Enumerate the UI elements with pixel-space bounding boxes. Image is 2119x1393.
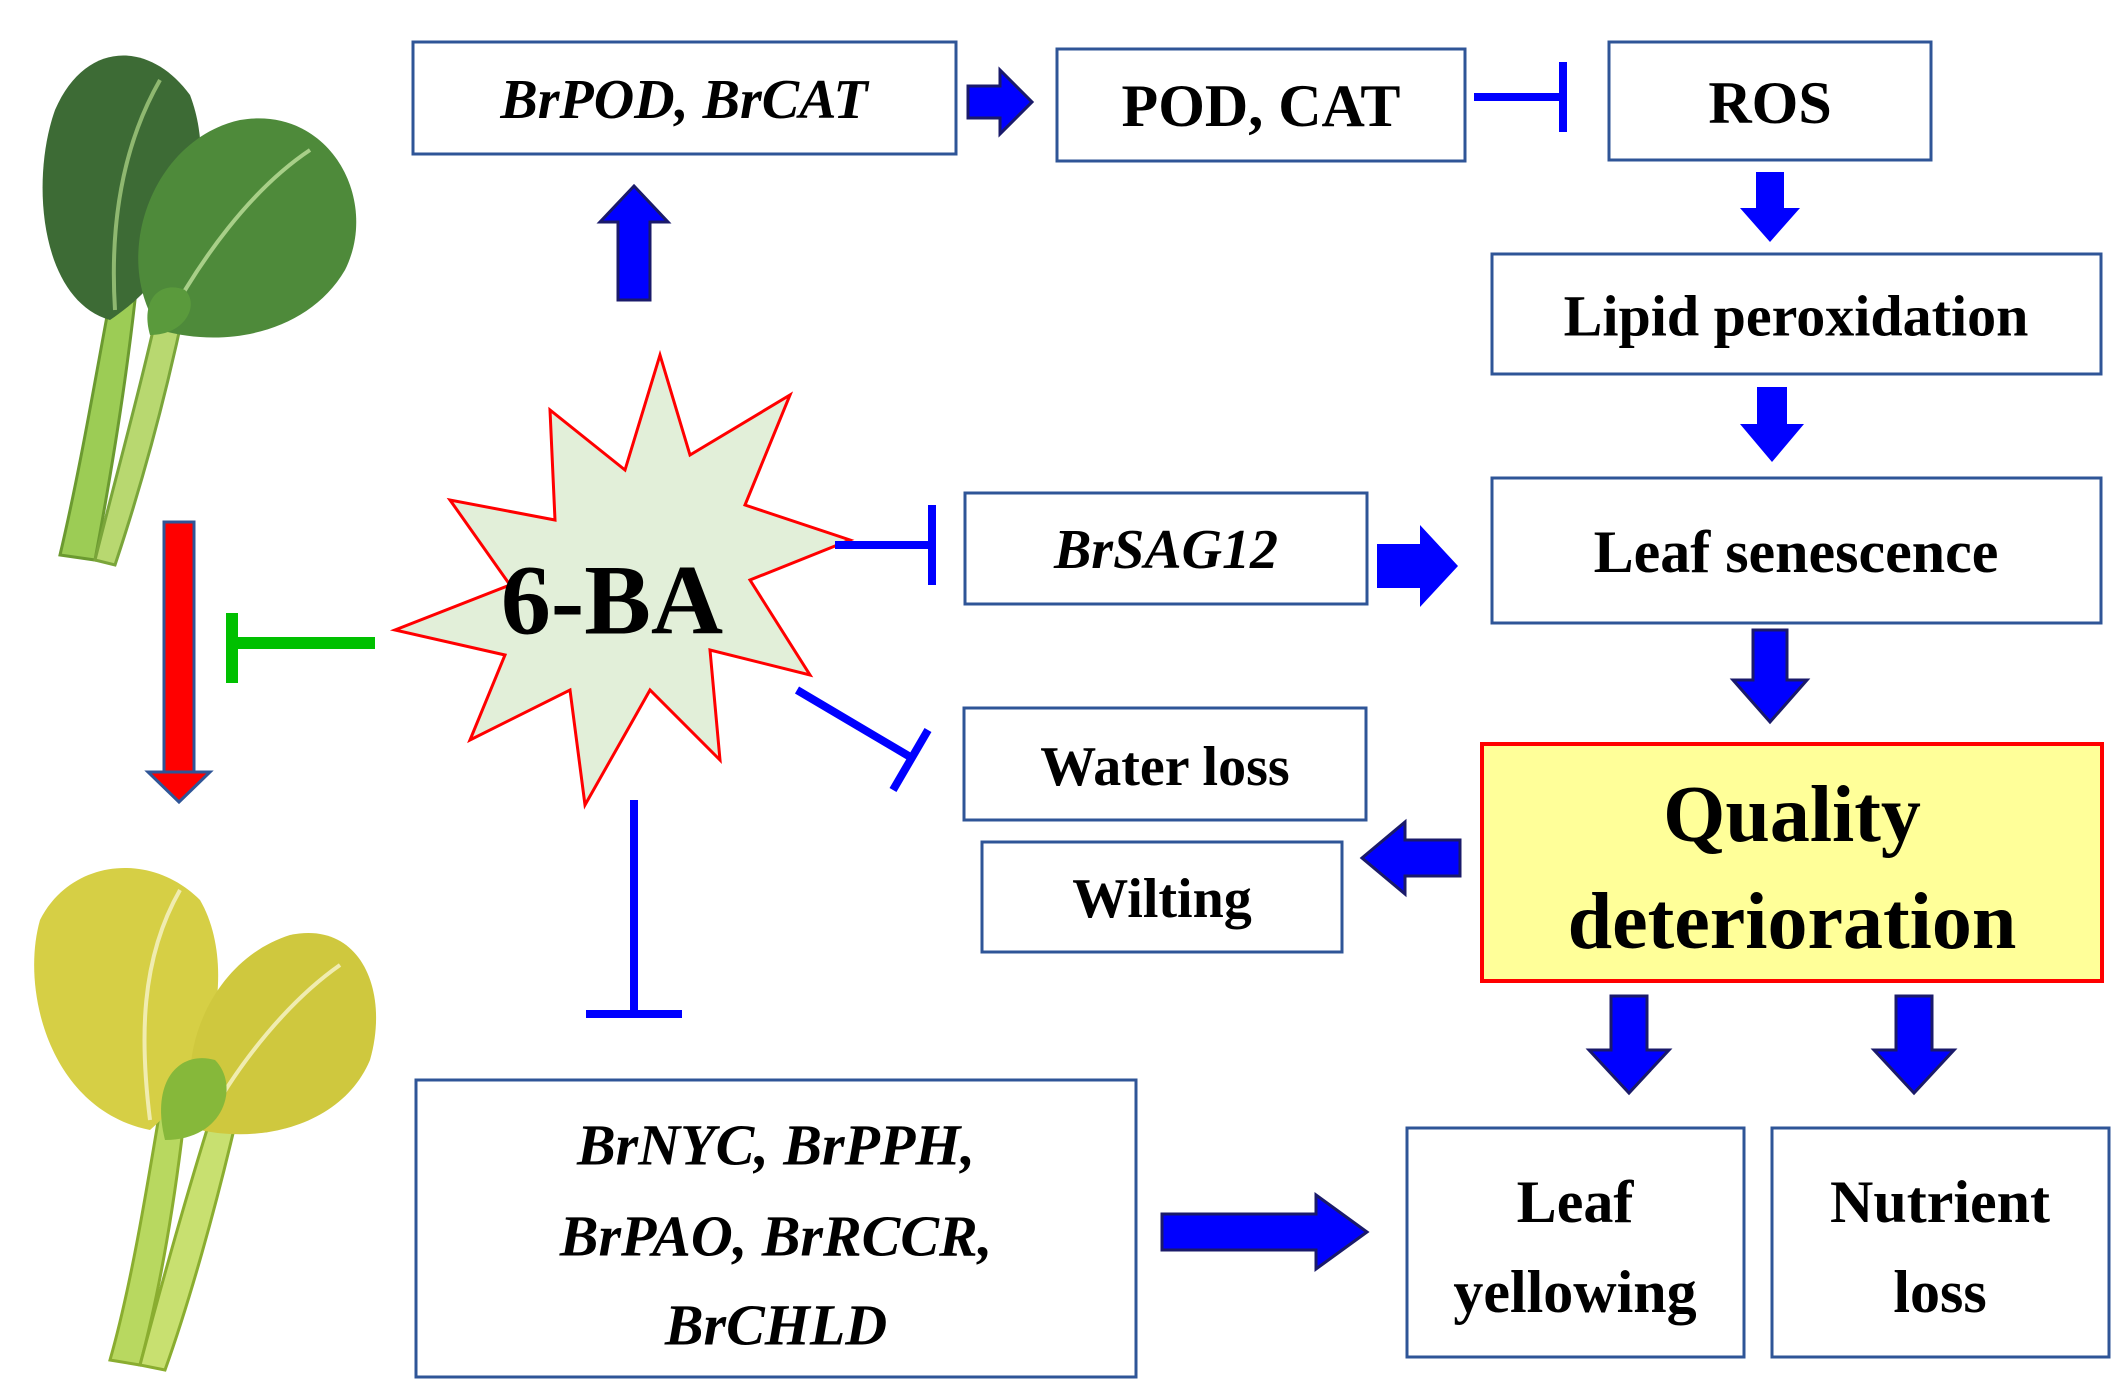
star-shape — [389, 349, 855, 810]
fresh-pak-choi-image — [42, 55, 357, 567]
arrow-brpod-to-pod — [966, 66, 1035, 138]
arrow-quality-to-wilting — [1359, 818, 1462, 898]
box-water-loss-label: Water loss — [1040, 736, 1289, 798]
box-chlorophyll-genes: BrNYC, BrPPH, BrPAO, BrRCCR, BrCHLD — [414, 1078, 1138, 1379]
inhibition-green-line — [226, 613, 375, 683]
inhibit-6ba-to-genes — [586, 800, 682, 1018]
box-leaf-senescence-label: Leaf senescence — [1594, 519, 1999, 585]
box-wilting-label: Wilting — [1072, 868, 1251, 930]
inhibit-6ba-to-brsag12 — [835, 505, 936, 585]
box-brpod-brcat: BrPOD, BrCAT — [411, 40, 958, 156]
arrow-brsag12-to-senescence — [1377, 525, 1458, 607]
box-brsag12-label: BrSAG12 — [1053, 519, 1278, 581]
inhibit-pod-to-ros — [1474, 62, 1567, 132]
arrow-genes-to-yellowing — [1160, 1192, 1370, 1272]
box-nutrient-loss-line-1: Nutrient — [1830, 1169, 2050, 1235]
box-pod-cat: POD, CAT — [1055, 47, 1467, 163]
box-chl-genes-line-2: BrPAO, BrRCCR, — [559, 1204, 992, 1269]
arrow-quality-to-yellowing — [1585, 994, 1673, 1096]
box-leaf-senescence: Leaf senescence — [1490, 476, 2103, 625]
box-chl-genes-line-3: BrCHLD — [664, 1293, 887, 1358]
inhibit-6ba-to-water-loss — [794, 686, 932, 793]
box-leaf-yellowing: Leaf yellowing — [1405, 1126, 1746, 1359]
yellow-pak-choi-image — [34, 867, 377, 1372]
box-quality-line-2: deterioration — [1568, 878, 2017, 966]
arrow-senescence-to-quality — [1729, 628, 1811, 725]
star-6ba: 6-BA — [389, 349, 855, 810]
box-lipid-peroxidation-label: Lipid peroxidation — [1564, 284, 2029, 349]
box-quality-line-1: Quality — [1663, 771, 1921, 859]
box-nutrient-loss-line-2: loss — [1893, 1259, 1986, 1325]
box-chl-genes-line-1: BrNYC, BrPPH, — [576, 1113, 975, 1178]
box-brsag12: BrSAG12 — [963, 491, 1369, 606]
box-quality-deterioration: Quality deterioration — [1480, 742, 2104, 983]
star-label: 6-BA — [501, 545, 723, 656]
box-nutrient-loss: Nutrient loss — [1770, 1126, 2111, 1359]
box-water-loss: Water loss — [962, 706, 1368, 822]
box-lipid-peroxidation: Lipid peroxidation — [1490, 252, 2103, 376]
transition-arrow — [144, 520, 214, 805]
arrow-6ba-up-to-brpod — [596, 183, 672, 302]
box-brpod-brcat-label: BrPOD, BrCAT — [499, 69, 870, 131]
box-ros-label: ROS — [1708, 70, 1831, 136]
box-wilting: Wilting — [980, 840, 1344, 954]
box-pod-cat-label: POD, CAT — [1122, 73, 1401, 139]
arrow-lipid-to-senescence — [1740, 387, 1804, 462]
box-leaf-yellowing-line-1: Leaf — [1517, 1169, 1635, 1235]
arrow-quality-to-nutrient — [1870, 994, 1958, 1096]
box-leaf-yellowing-line-2: yellowing — [1453, 1259, 1696, 1325]
arrow-ros-to-lipid — [1740, 172, 1800, 242]
box-ros: ROS — [1607, 40, 1933, 162]
